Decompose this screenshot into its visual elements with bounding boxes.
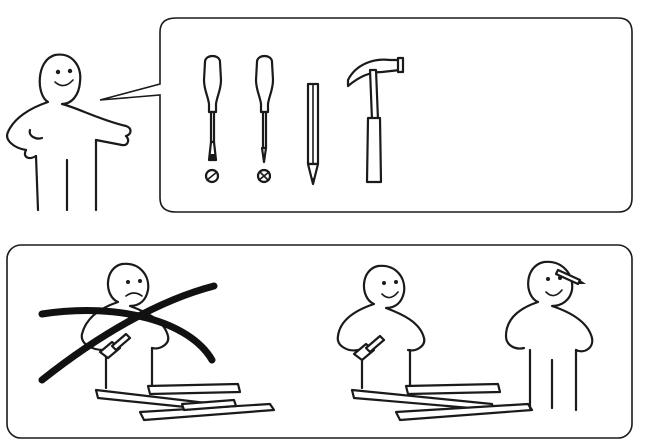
tools-speech-bubble (99, 17, 633, 213)
hammer-icon (352, 334, 386, 362)
hammer-icon (98, 332, 132, 360)
man-eye (55, 69, 61, 75)
cross-out-icon (38, 282, 218, 384)
phillips-screwdriver-icon (254, 54, 275, 164)
flat-slot-icon (204, 168, 220, 184)
pointing-man-figure (6, 53, 132, 212)
pencil-icon (306, 82, 320, 186)
cross-slot-icon (256, 168, 272, 184)
wrong-way-scene (38, 262, 276, 422)
pencil-icon (554, 268, 586, 286)
man-eye (67, 68, 73, 74)
right-way-scene (336, 260, 594, 422)
man-head (38, 53, 82, 106)
boards-stack (94, 382, 276, 422)
man-smile (54, 79, 74, 87)
flathead-screwdriver-icon (202, 54, 223, 162)
boards-stack (350, 382, 534, 422)
sad-mouth (125, 292, 143, 297)
hammer-icon (346, 56, 405, 184)
